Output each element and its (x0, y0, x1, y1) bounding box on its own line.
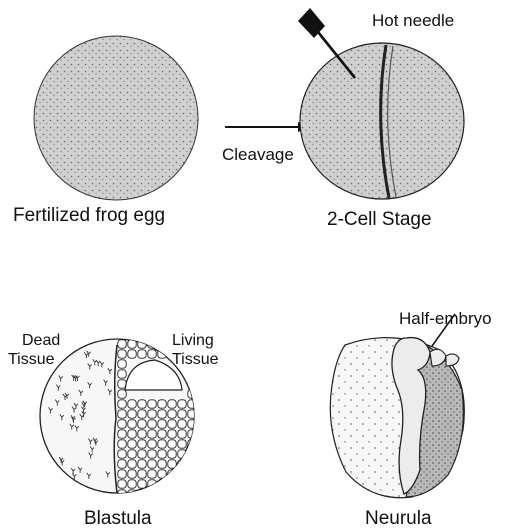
label-living-line2: Tissue (172, 351, 219, 368)
label-neurula: Neurula (365, 508, 432, 529)
label-dead-line1: Dead (22, 332, 60, 349)
label-hot-needle: Hot needle (372, 11, 454, 30)
two-cell-egg (300, 43, 464, 199)
label-half-embryo: Half-embryo (399, 309, 492, 328)
fertilized-egg (34, 36, 198, 200)
label-blastula: Blastula (84, 508, 152, 529)
label-fertilized-egg: Fertilized frog egg (13, 205, 165, 226)
label-living-line1: Living (172, 332, 214, 349)
label-cleavage: Cleavage (222, 145, 294, 164)
neurula (330, 314, 464, 498)
cleavage-arrow (225, 122, 310, 132)
label-two-cell-stage: 2-Cell Stage (327, 209, 432, 230)
label-dead-line2: Tissue (8, 351, 55, 368)
